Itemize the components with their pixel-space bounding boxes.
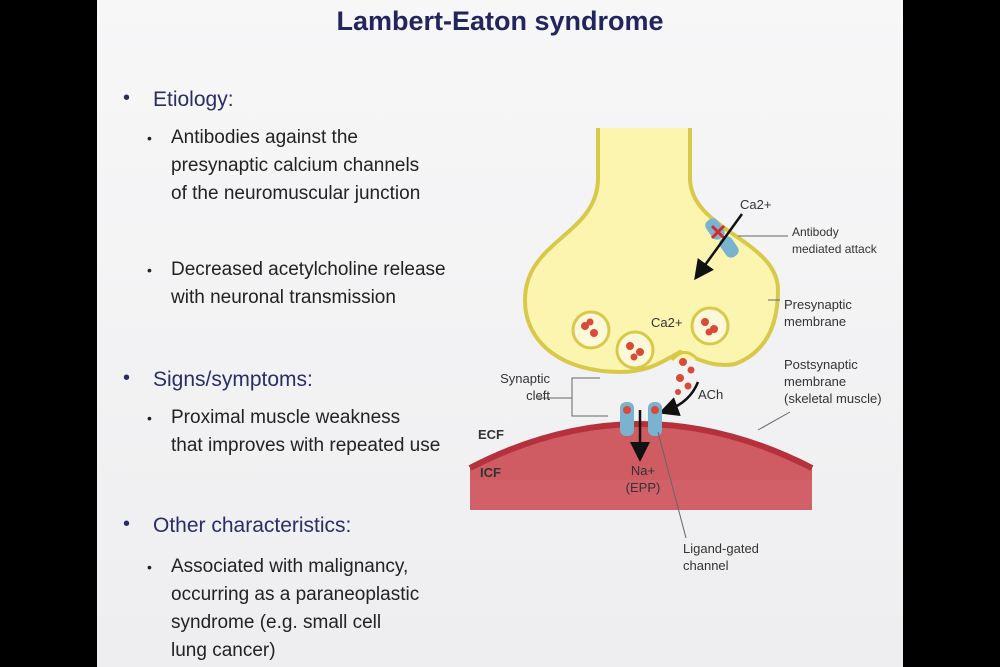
- presynaptic-membrane-label: Presynaptic membrane: [784, 297, 852, 329]
- bullet-icon: •: [147, 410, 152, 426]
- ach-label: ACh: [698, 387, 724, 402]
- point-decreased-ach: • Decreased acetylcholine release with n…: [147, 256, 481, 312]
- ligand-gated-label: Ligand-gated channel: [683, 541, 759, 573]
- slide: Lambert-Eaton syndrome • Etiology: • Ant…: [97, 0, 903, 667]
- ca-extracellular-label: Ca2+: [740, 197, 772, 212]
- point-malignancy: • Associated with malignancy, occurring …: [147, 553, 481, 665]
- ecf-label: ECF: [478, 427, 504, 442]
- bullet-icon: •: [147, 262, 152, 278]
- na-label: Na+ (EPP): [625, 463, 661, 495]
- icf-label: ICF: [480, 465, 501, 480]
- bullet-icon: •: [147, 130, 152, 146]
- synaptic-cleft-label: Synaptic cleft: [500, 371, 550, 403]
- bullet-icon: •: [147, 559, 152, 575]
- section-heading-other: • Other characteristics:: [123, 513, 352, 537]
- point-weakness: • Proximal muscle weakness that improves…: [147, 404, 481, 460]
- bullet-icon: •: [123, 87, 131, 109]
- section-heading-etiology: • Etiology:: [123, 87, 234, 111]
- antibody-label: Antibody mediated attack: [792, 225, 877, 256]
- point-antibodies: • Antibodies against the presynaptic cal…: [147, 124, 481, 208]
- bullet-icon: •: [123, 367, 131, 389]
- slide-title: Lambert-Eaton syndrome: [336, 6, 664, 36]
- bullet-icon: •: [123, 513, 131, 535]
- postsynaptic-membrane-label: Postsynaptic membrane (skeletal muscle): [784, 357, 882, 406]
- ca-intracellular-label: Ca2+: [651, 315, 683, 330]
- section-heading-signs: • Signs/symptoms:: [123, 367, 313, 391]
